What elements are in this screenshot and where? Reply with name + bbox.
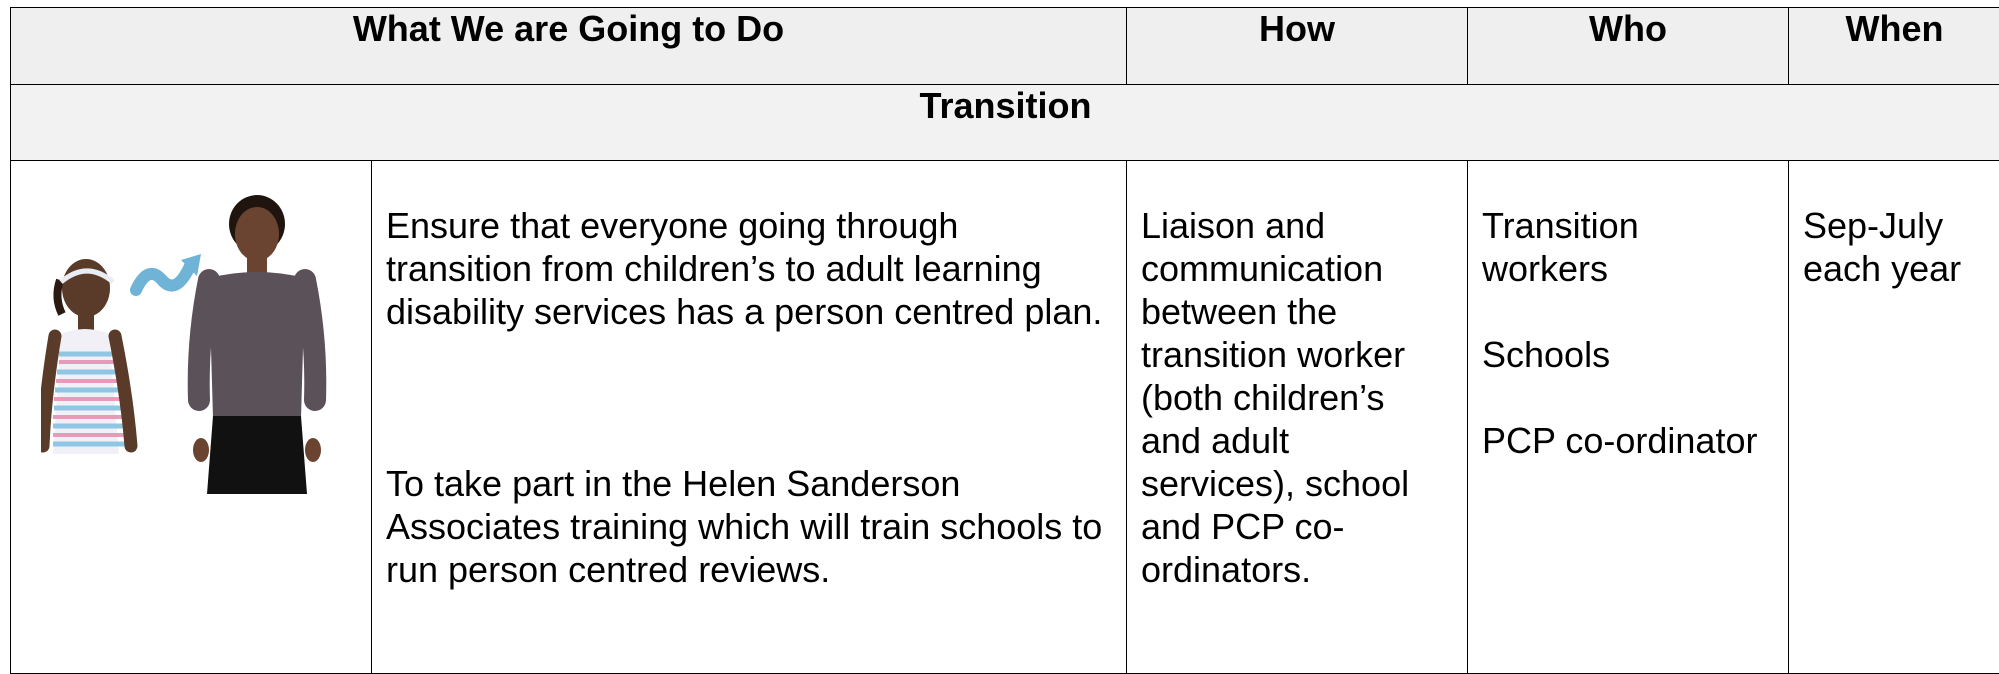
girl-to-woman-transition-icon xyxy=(41,195,327,494)
transition-picture xyxy=(11,161,371,673)
section-row: Transition xyxy=(10,84,1999,161)
what-item-1: Ensure that everyone going through trans… xyxy=(386,205,1103,332)
header-what: What We are Going to Do xyxy=(10,7,1127,85)
when-text: Sep-July each year xyxy=(1803,205,1962,289)
picture-cell xyxy=(10,160,372,674)
header-who: Who xyxy=(1467,7,1789,85)
who-item-2: Schools xyxy=(1482,334,1611,375)
girl-figure xyxy=(41,259,138,454)
who-item-1: Transition workers xyxy=(1482,205,1639,289)
body-row: Ensure that everyone going through trans… xyxy=(10,160,1999,674)
header-row: What We are Going to Do How Who When xyxy=(10,7,1999,85)
how-cell: Liaison and communication between the tr… xyxy=(1126,160,1468,674)
header-how: How xyxy=(1126,7,1468,85)
header-when: When xyxy=(1788,7,1999,85)
woman-figure xyxy=(187,195,327,494)
squiggle-arrow-icon xyxy=(130,254,201,296)
when-cell: Sep-July each year xyxy=(1788,160,1999,674)
how-text: Liaison and communication between the tr… xyxy=(1141,205,1410,590)
who-cell: Transition workers Schools PCP co-ordina… xyxy=(1467,160,1789,674)
what-cell: Ensure that everyone going through trans… xyxy=(371,160,1127,674)
section-title: Transition xyxy=(10,84,1999,161)
plan-table: What We are Going to Do How Who When Tra… xyxy=(10,7,1999,674)
what-item-2: To take part in the Helen Sanderson Asso… xyxy=(386,463,1103,590)
who-item-3: PCP co-ordinator xyxy=(1482,420,1758,461)
